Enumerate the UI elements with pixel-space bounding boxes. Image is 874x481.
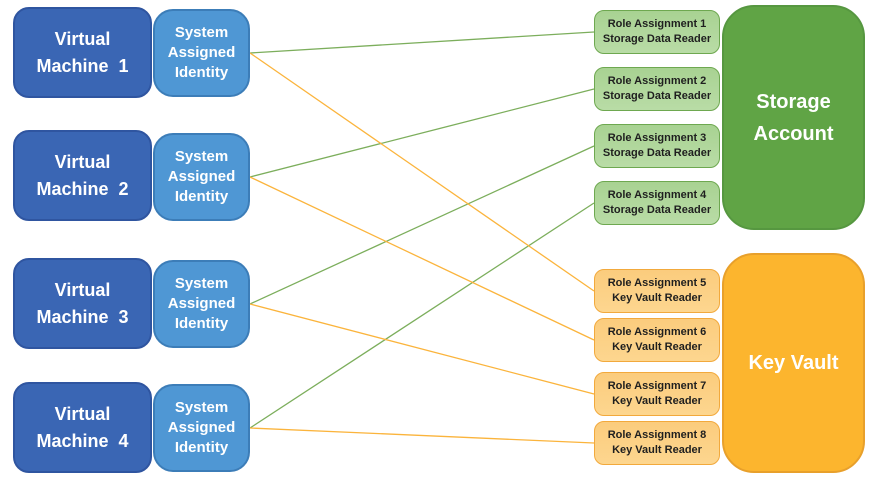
connection-line-orange (249, 52, 595, 292)
role-assignment-title: Role Assignment 5 (607, 277, 707, 290)
role-assignment-title: Role Assignment 7 (607, 380, 707, 393)
storage-account-box: Storage Account (722, 5, 865, 230)
role-assignment-role: Key Vault Reader (612, 341, 702, 353)
identity-label: System Assigned Identity (167, 147, 236, 206)
role-assignment-box-1: Role Assignment 1 Storage Data Reader (594, 10, 720, 54)
connection-line-green (249, 88, 595, 178)
role-assignment-title: Role Assignment 1 (607, 18, 707, 31)
connection-line-green (249, 31, 595, 54)
role-assignment-title: Role Assignment 8 (607, 429, 707, 442)
vm-label-line2: Machine 4 (36, 430, 129, 451)
role-assignment-box-5: Role Assignment 5 Key Vault Reader (594, 269, 720, 313)
vm-box-1: Virtual Machine 1 (13, 7, 152, 98)
vm-label-line1: Virtual (54, 152, 111, 173)
vm-label-line2: Machine 1 (36, 55, 129, 76)
role-assignment-title: Role Assignment 4 (607, 189, 707, 202)
identity-label: System Assigned Identity (167, 23, 236, 82)
identity-box-1: System Assigned Identity (153, 9, 250, 97)
connection-line-orange (249, 427, 595, 444)
identity-box-4: System Assigned Identity (153, 384, 250, 472)
key-vault-box: Key Vault (722, 253, 865, 473)
role-assignment-box-2: Role Assignment 2 Storage Data Reader (594, 67, 720, 111)
key-vault-label: Key Vault (748, 352, 839, 374)
role-assignment-box-3: Role Assignment 3 Storage Data Reader (594, 124, 720, 168)
vm-label-line2: Machine 2 (36, 178, 129, 199)
role-assignment-box-6: Role Assignment 6 Key Vault Reader (594, 318, 720, 362)
role-assignment-role: Storage Data Reader (602, 204, 712, 216)
role-assignment-title: Role Assignment 6 (607, 326, 707, 339)
role-assignment-title: Role Assignment 2 (607, 75, 707, 88)
vm-label-line1: Virtual (54, 29, 111, 50)
role-assignment-role: Storage Data Reader (602, 33, 712, 45)
role-assignment-box-8: Role Assignment 8 Key Vault Reader (594, 421, 720, 465)
role-assignment-box-4: Role Assignment 4 Storage Data Reader (594, 181, 720, 225)
connection-line-orange (249, 303, 595, 395)
identity-label: System Assigned Identity (167, 398, 236, 457)
vm-label-line1: Virtual (54, 404, 111, 425)
role-assignment-role: Key Vault Reader (612, 395, 702, 407)
role-assignment-role: Key Vault Reader (612, 444, 702, 456)
identity-box-2: System Assigned Identity (153, 133, 250, 221)
role-assignment-role: Storage Data Reader (602, 147, 712, 159)
connection-line-green (249, 145, 595, 305)
connection-line-green (249, 202, 595, 429)
vm-box-4: Virtual Machine 4 (13, 382, 152, 473)
vm-box-3: Virtual Machine 3 (13, 258, 152, 349)
connection-line-orange (249, 176, 595, 341)
vm-label-line1: Virtual (54, 280, 111, 301)
vm-label-line2: Machine 3 (36, 306, 129, 327)
storage-account-label: Storage Account (753, 90, 834, 145)
identity-box-3: System Assigned Identity (153, 260, 250, 348)
identity-label: System Assigned Identity (167, 274, 236, 333)
role-assignment-title: Role Assignment 3 (607, 132, 707, 145)
role-assignment-box-7: Role Assignment 7 Key Vault Reader (594, 372, 720, 416)
role-assignment-role: Storage Data Reader (602, 90, 712, 102)
role-assignment-role: Key Vault Reader (612, 292, 702, 304)
vm-box-2: Virtual Machine 2 (13, 130, 152, 221)
